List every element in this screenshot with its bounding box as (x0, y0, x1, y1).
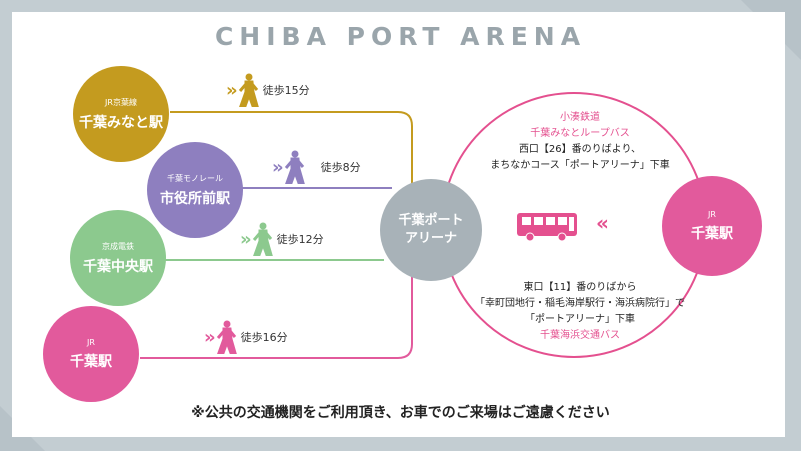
line-name: JR (708, 209, 716, 219)
walk-time: 徒歩8分 (320, 161, 361, 174)
station-shiyakusho-mae: 千葉モノレール 市役所前駅 (147, 142, 243, 238)
line-name: 千葉モノレール (167, 173, 223, 183)
page-title: CHIBA PORT ARENA (214, 22, 587, 51)
walk-info-jr: » 徒歩16分 (204, 320, 288, 354)
line-name: JR京葉線 (105, 97, 137, 107)
station-name: 千葉中央駅 (83, 258, 153, 275)
bus-info-bottom: 東口【11】番のりばから 「幸町団地行・稲毛海岸駅行・海浜病院行」で 「ポートア… (460, 280, 700, 344)
station-chiba-chuo: 京成電鉄 千葉中央駅 (70, 210, 166, 306)
footnote: ※公共の交通機関をご利用頂き、お車でのご来場はご遠慮ください (191, 405, 610, 421)
walking-person-icon (284, 150, 305, 184)
double-chevron-icon: » (272, 156, 283, 178)
bus-instructions: 西口【26】番のりばより、 (518, 144, 642, 155)
destination-chiba-port-arena: 千葉ポート アリーナ (380, 179, 482, 281)
bus-origin-chiba-station: JR 千葉駅 (662, 176, 762, 276)
bus-operator: 小湊鉄道 (560, 112, 600, 123)
walking-person-icon (216, 320, 237, 354)
destination-line2: アリーナ (404, 231, 457, 246)
double-chevron-icon: » (240, 228, 251, 250)
bus-operator: 千葉海浜交通バス (540, 330, 620, 341)
bus-icon (517, 213, 577, 242)
bus-instructions: まちなかコース「ポートアリーナ」下車 (490, 160, 670, 171)
walk-info-keiyo: » 徒歩15分 (226, 73, 310, 107)
line-name: 京成電鉄 (102, 241, 134, 251)
walk-time: 徒歩16分 (240, 331, 288, 344)
destination-line1: 千葉ポート (398, 213, 464, 228)
station-name: 千葉駅 (691, 225, 733, 242)
station-chiba-minato: JR京葉線 千葉みなと駅 (73, 66, 169, 162)
double-chevron-icon: » (204, 326, 215, 348)
bus-info-top: 小湊鉄道 千葉みなとループバス 西口【26】番のりばより、 まちなかコース「ポー… (470, 110, 690, 174)
bus-instructions: 東口【11】番のりばから (523, 282, 637, 293)
bus-instructions: 「幸町団地行・稲毛海岸駅行・海浜病院行」で (475, 298, 685, 309)
route-line-jr (140, 270, 413, 359)
double-chevron-icon: « (596, 211, 609, 235)
bus-instructions: 「ポートアリーナ」下車 (525, 314, 635, 325)
walk-time: 徒歩12分 (276, 233, 324, 246)
walking-person-icon (238, 73, 259, 107)
route-line-keiyo (170, 111, 413, 190)
walk-time: 徒歩15分 (262, 84, 310, 97)
walking-person-icon (252, 222, 273, 256)
line-name: JR (87, 337, 95, 347)
station-name: 市役所前駅 (160, 190, 230, 207)
walk-info-keisei: » 徒歩12分 (240, 222, 324, 256)
double-chevron-icon: » (226, 79, 237, 101)
station-name: 千葉みなと駅 (79, 114, 163, 131)
bus-route-name: 千葉みなとループバス (530, 128, 630, 139)
walk-info-monorail: » 徒歩8分 (272, 150, 361, 184)
station-chiba: JR 千葉駅 (43, 306, 139, 402)
station-name: 千葉駅 (70, 353, 112, 370)
